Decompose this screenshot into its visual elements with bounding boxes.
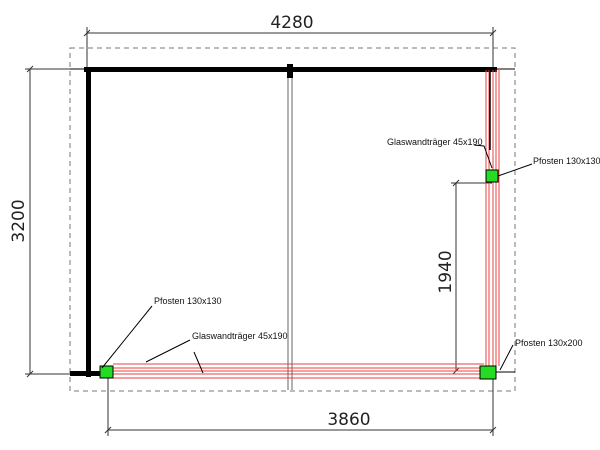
label-post-corner: Pfosten 130x200: [515, 338, 583, 348]
top-dimension: [83, 27, 497, 68]
post-bottom-left: [99, 365, 114, 379]
left-dimension: [25, 65, 82, 378]
post-corner: [479, 365, 497, 380]
leader-lines: [101, 144, 533, 374]
bottom-dimension: [104, 378, 497, 436]
label-post-right: Pfosten 130x130: [533, 156, 600, 166]
wall-bottom-left-stub: [70, 371, 100, 376]
label-beam-right: Glaswandträger 45x190: [387, 137, 483, 147]
top-dimension-label: 4280: [270, 13, 313, 33]
label-beam-bottom: Glaswandträger 45x190: [192, 331, 288, 341]
dashed-roof-outline: [69, 47, 516, 392]
glass-beam-bottom: [113, 363, 484, 379]
center-divider: [287, 68, 293, 390]
right-dimension-label: 1940: [436, 250, 456, 293]
post-right: [485, 169, 499, 183]
label-post-bottom-left: Pfosten 130x130: [154, 296, 222, 306]
wall-left: [86, 67, 91, 377]
wall-top: [70, 67, 515, 72]
glass-beam-right: [485, 70, 500, 366]
left-dimension-label: 3200: [9, 199, 29, 242]
bottom-dimension-label: 3860: [327, 410, 370, 430]
